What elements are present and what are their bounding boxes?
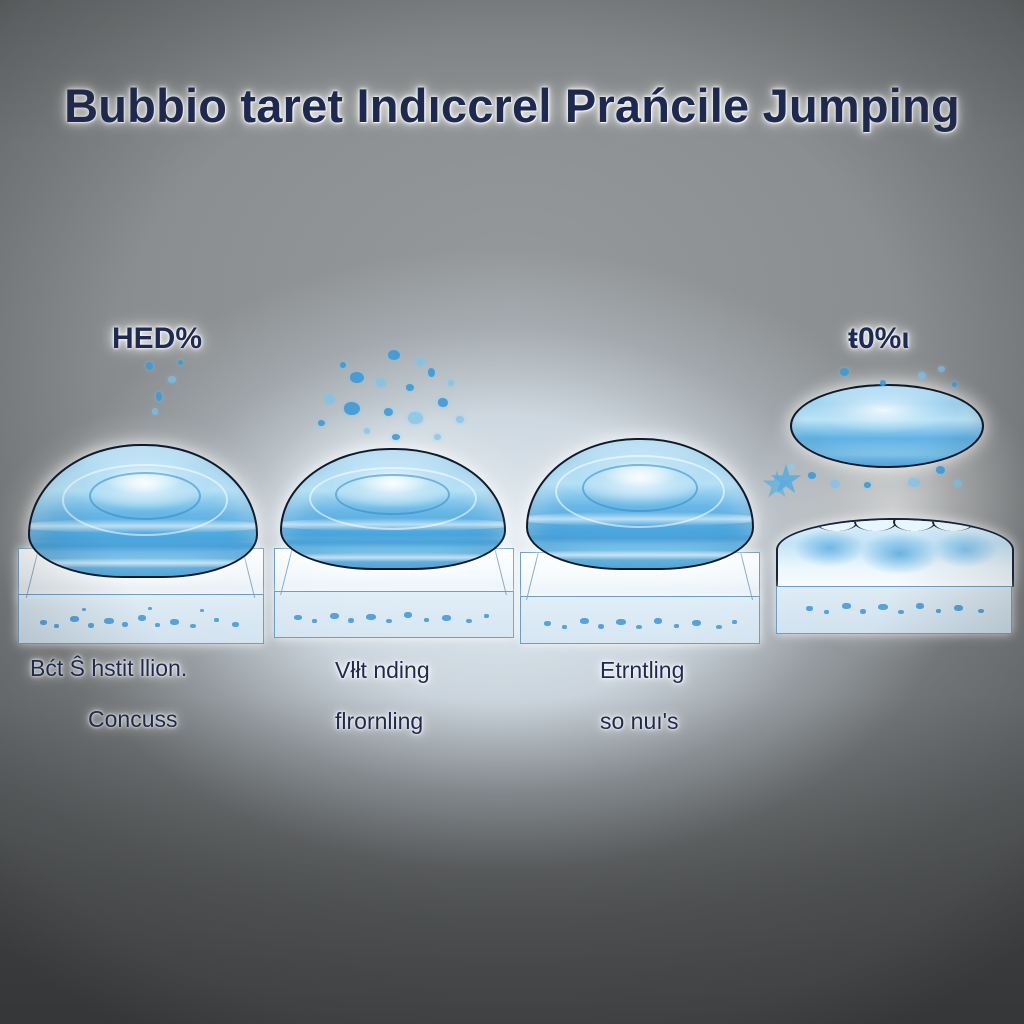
caption-line-2: so nuı's (600, 707, 679, 734)
right-percent-label: ŧ0%ι (848, 322, 910, 355)
detached-bubble (790, 384, 984, 468)
panel-2-caption: Vłłt nding flrornling (335, 654, 430, 737)
caption-line-2: Concuss (88, 705, 178, 732)
bubble-ring-outer (554, 455, 725, 529)
bubble-band-1 (30, 518, 256, 533)
bubble-dome (526, 438, 754, 570)
bubble-ring-outer (61, 464, 229, 536)
slab-front-face (274, 591, 514, 638)
bubble-ring-inner (88, 472, 202, 521)
left-label-particle-trail (140, 358, 210, 418)
bubble-band-1 (528, 511, 752, 526)
bubble-band-3 (528, 550, 752, 561)
bubble-sheen (792, 386, 902, 423)
bubble-ring-inner (581, 464, 698, 512)
caption-line-1: Etrntling (600, 657, 685, 683)
caption-line-2: flrornling (335, 707, 424, 734)
bubble-dome (280, 448, 506, 570)
bubble-ring-inner (335, 473, 451, 516)
substrate-slab-cratered (776, 518, 1014, 634)
bubble-ring-outer (792, 423, 936, 466)
bubble-band-1 (282, 518, 504, 532)
bubble-band-2 (30, 539, 256, 552)
embedded-particles (520, 598, 758, 644)
rough-crater-surface (776, 518, 1014, 588)
caption-line-1: Vłłt nding (335, 657, 430, 683)
burst-star-icon (770, 464, 802, 494)
panel-1 (0, 410, 290, 670)
left-percent-label: HED% (112, 322, 203, 355)
panel-4 (748, 352, 1024, 662)
embedded-particles (274, 593, 512, 638)
ejected-particle-spray (288, 350, 508, 460)
bubble-band-2 (528, 532, 752, 545)
embedded-particles (18, 596, 262, 644)
embedded-particles (776, 588, 1010, 634)
caption-line-1: Bćt Ŝ hstit llion. (30, 655, 188, 681)
crater-bumps (778, 520, 1012, 531)
slab-front-face (776, 585, 1012, 634)
figure-title: Bubbio taret Indıccrel Prańcile Jumping (64, 79, 960, 132)
bubble-band-3 (30, 557, 256, 568)
bubble-dome (28, 444, 258, 578)
bubble-band-3 (282, 552, 504, 562)
panel-3 (492, 408, 795, 664)
panel-2 (248, 350, 538, 660)
panel-3-caption: Etrntling so nuı's (600, 654, 684, 737)
panel-1-caption: Bćt Ŝ hstit llion. Concuss (30, 652, 187, 735)
bubble-band-2 (282, 537, 504, 549)
